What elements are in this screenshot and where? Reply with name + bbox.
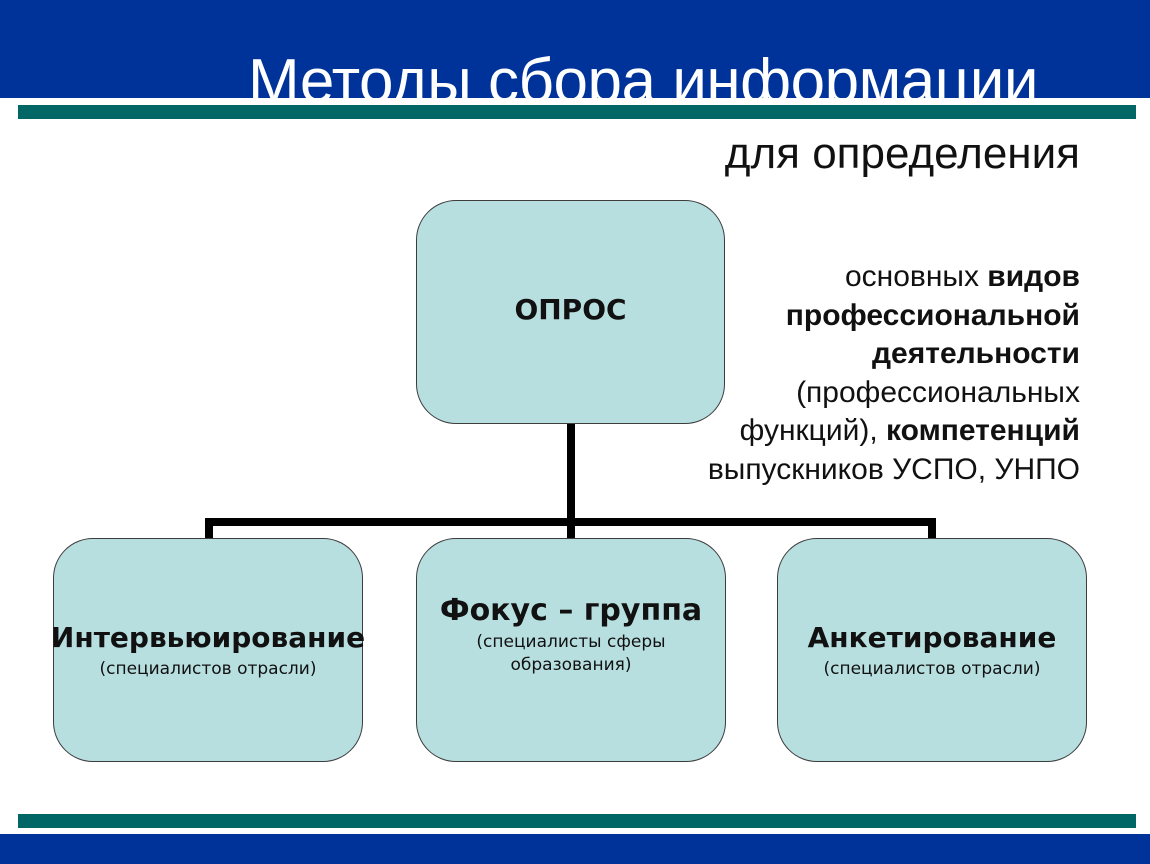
description-part-4: компетенций xyxy=(886,414,1080,447)
header-divider xyxy=(18,105,1136,119)
node-survey-title: ОПРОС xyxy=(514,293,627,326)
description-part-3: (профессиональных функций), xyxy=(739,375,1080,448)
node-interviewing-title: Интервьюирование xyxy=(50,620,366,654)
footer-band xyxy=(0,834,1150,864)
description-part-2: видов профессиональной деятельности xyxy=(785,260,1080,370)
description-part-5: выпускников УСПО, УНПО xyxy=(707,452,1080,486)
description-part-1: основных xyxy=(844,260,988,293)
node-questionnaire: Анкетирование (специалистов отрасли) xyxy=(777,538,1087,762)
node-survey: ОПРОС xyxy=(416,200,725,424)
slide-title: Методы сбора информации xyxy=(248,47,1038,116)
slide-subtitle: для определения xyxy=(724,129,1080,178)
header-band xyxy=(0,0,1150,98)
node-questionnaire-title: Анкетирование xyxy=(807,620,1057,654)
node-focus-group-subtitle: (специалисты сферы образования) xyxy=(476,632,666,675)
description-text: основных видов профессиональной деятельн… xyxy=(650,258,1080,489)
node-focus-group: Фокус – группа (специалисты сферы образо… xyxy=(416,538,726,762)
node-interviewing-subtitle: (специалистов отрасли) xyxy=(99,658,317,679)
node-questionnaire-subtitle: (специалистов отрасли) xyxy=(823,658,1041,679)
footer-divider xyxy=(18,814,1136,828)
node-interviewing: Интервьюирование (специалистов отрасли) xyxy=(50,538,366,762)
node-focus-group-title: Фокус – группа xyxy=(439,593,703,628)
